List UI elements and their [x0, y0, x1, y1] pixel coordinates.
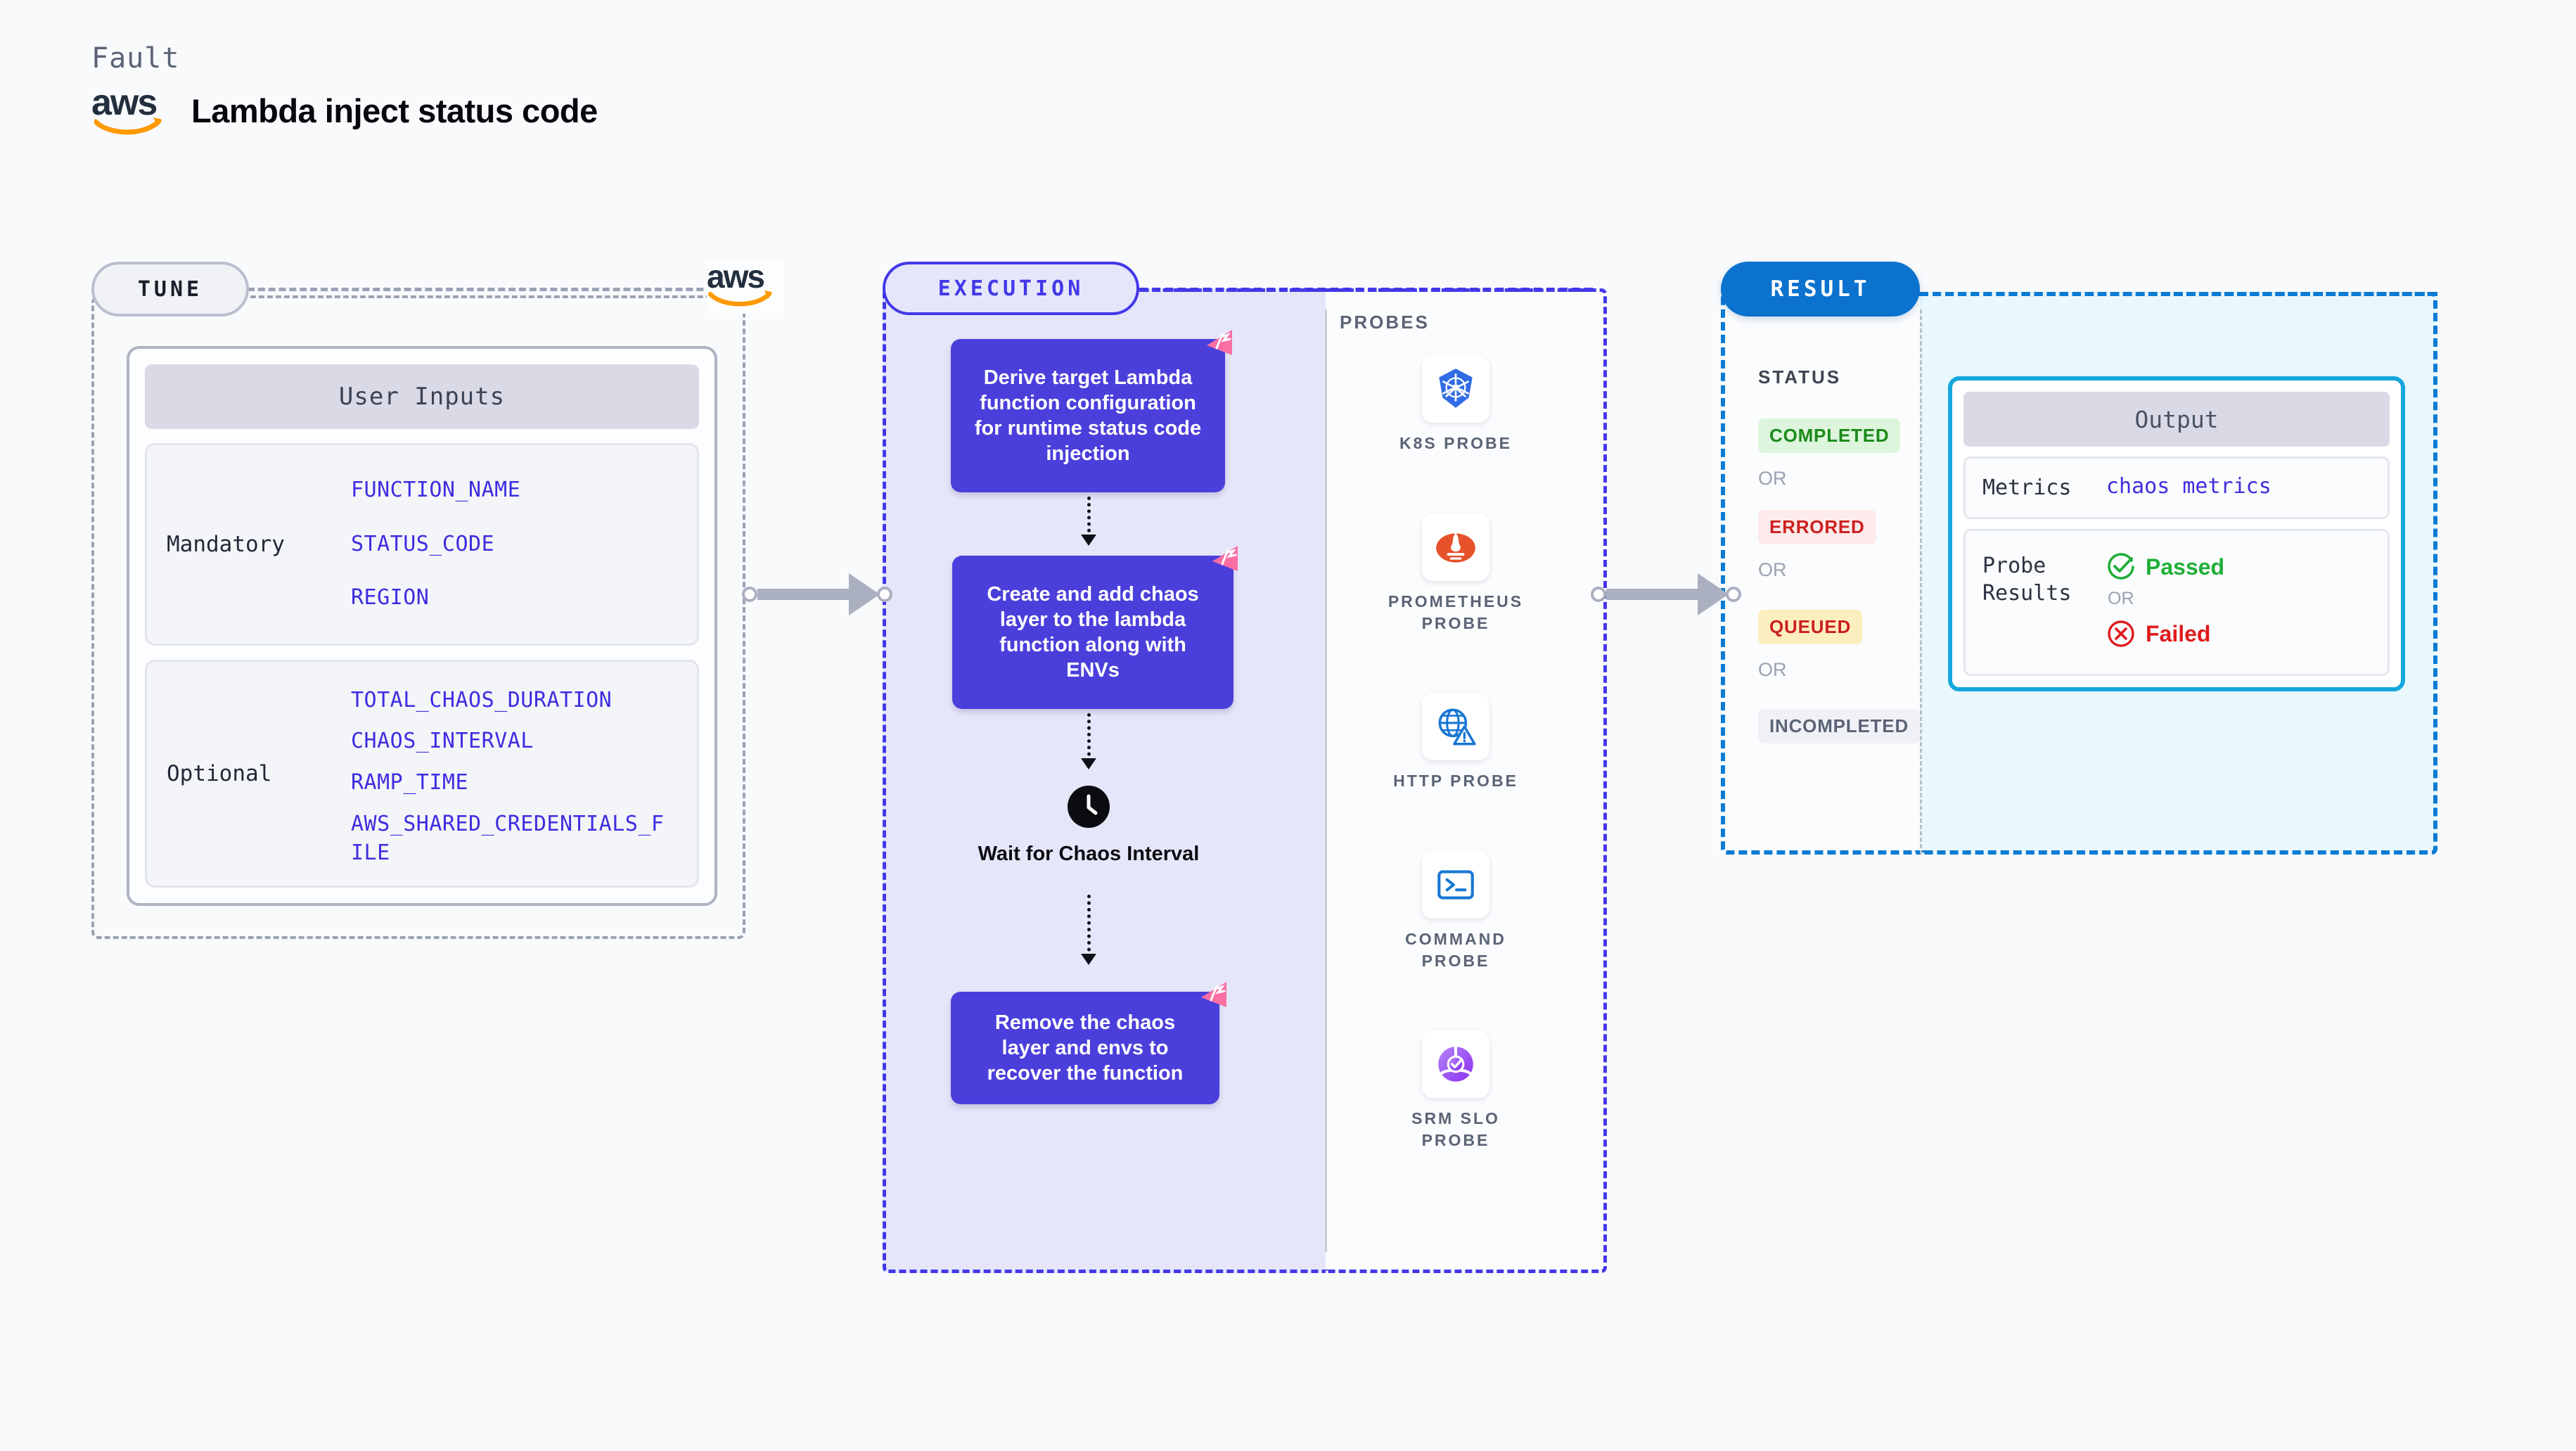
execution-connector-line	[1139, 288, 1593, 292]
page-title: Lambda inject status code	[191, 91, 598, 129]
result-divider	[1920, 309, 1922, 855]
flow-arrow-head	[1081, 954, 1096, 965]
input-var: TOTAL_CHAOS_DURATION	[351, 687, 613, 712]
user-inputs-title: User Inputs	[145, 364, 699, 429]
probe-item-k8s[interactable]: K8S PROBE	[1385, 355, 1526, 454]
or-separator: OR	[2108, 589, 2134, 608]
http-globe-icon	[1422, 693, 1489, 760]
tune-pill-label: TUNE	[91, 262, 249, 317]
input-var: REGION	[351, 585, 430, 610]
input-var: RAMP_TIME	[351, 769, 469, 795]
probe-result-failed: Failed	[2106, 619, 2388, 648]
input-group-mandatory: Mandatory FUNCTION_NAME STATUS_CODE REGI…	[145, 443, 699, 646]
x-circle-icon	[2108, 620, 2134, 647]
connector-dot	[1726, 587, 1741, 602]
output-title: Output	[1963, 392, 2390, 447]
srm-slo-icon	[1422, 1030, 1489, 1098]
execution-step: Derive target Lambda function configurat…	[951, 339, 1225, 492]
execution-pill-label: EXECUTION	[883, 262, 1139, 315]
status-badge-incompleted: INCOMPLETED	[1758, 709, 1921, 743]
input-var: CHAOS_INTERVAL	[351, 729, 534, 753]
input-var: STATUS_CODE	[351, 531, 495, 556]
result-connector-line	[1920, 292, 2437, 296]
probe-label: COMMAND PROBE	[1405, 930, 1506, 971]
tune-connector-line	[248, 288, 724, 291]
passed-label: Passed	[2146, 554, 2225, 580]
probes-title: PROBES	[1340, 312, 1430, 333]
connector-arrowhead	[849, 573, 880, 615]
probes-divider	[1325, 309, 1327, 1252]
input-group-label: Mandatory	[167, 531, 285, 557]
probe-label: K8S PROBE	[1399, 434, 1512, 452]
probe-result-passed: Passed	[2106, 552, 2388, 582]
input-group-label: Optional	[167, 760, 272, 786]
terminal-icon	[1422, 851, 1489, 919]
status-badge-queued: QUEUED	[1758, 610, 1863, 644]
aws-logo: aws	[91, 84, 167, 136]
probe-item-command[interactable]: COMMAND PROBE	[1385, 851, 1526, 972]
probe-label: SRM SLO PROBE	[1411, 1109, 1500, 1150]
aws-badge-smile-icon	[708, 290, 772, 307]
input-var: FUNCTION_NAME	[351, 478, 521, 502]
status-badge-completed: COMPLETED	[1758, 418, 1901, 453]
input-var: AWS_SHARED_CREDENTIALS_FILE	[351, 812, 665, 865]
aws-badge-icon: aws	[707, 260, 784, 314]
chaos-flag-icon	[1207, 330, 1232, 355]
output-metrics-key: Metrics	[1982, 475, 2072, 500]
probes-panel	[1326, 288, 1607, 1273]
probe-label: HTTP PROBE	[1393, 772, 1518, 790]
output-card: Output Metrics chaos metrics Probe Resul…	[1948, 376, 2405, 691]
wait-for-chaos-interval-label: Wait for Chaos Interval	[978, 843, 1200, 865]
clock-icon	[1068, 786, 1110, 828]
execution-step: Remove the chaos layer and envs to recov…	[951, 992, 1219, 1104]
connector-dot	[742, 587, 757, 602]
chaos-flag-icon	[1212, 546, 1238, 571]
fault-label: Fault	[91, 42, 180, 75]
execution-to-result-arrow	[1591, 573, 1741, 615]
flow-arrow-line	[1087, 497, 1091, 539]
tune-panel	[91, 295, 745, 939]
or-separator: OR	[1758, 659, 1787, 680]
probe-item-http[interactable]: HTTP PROBE	[1385, 693, 1526, 792]
tune-to-execution-arrow	[742, 573, 892, 615]
execution-step: Create and add chaos layer to the lambda…	[952, 556, 1233, 709]
connector-bar	[1606, 589, 1698, 600]
or-separator: OR	[1758, 559, 1787, 580]
connector-arrowhead	[1698, 573, 1729, 615]
check-circle-icon	[2108, 553, 2134, 580]
flow-arrow-head	[1081, 758, 1096, 769]
output-metrics-value: chaos metrics	[2106, 474, 2271, 499]
probe-item-prometheus[interactable]: PROMETHEUS PROBE	[1385, 513, 1526, 634]
flow-arrow-line	[1087, 713, 1091, 762]
output-probe-key: Probe Results	[1982, 554, 2072, 606]
flow-arrow-head	[1081, 535, 1096, 546]
input-group-optional: Optional TOTAL_CHAOS_DURATION CHAOS_INTE…	[145, 659, 699, 888]
user-inputs-card: User Inputs Mandatory FUNCTION_NAME STAT…	[127, 346, 717, 906]
result-pill-label: RESULT	[1721, 262, 1920, 317]
page-header: Fault aws Lambda inject status code	[91, 42, 598, 136]
or-separator: OR	[1758, 468, 1787, 489]
output-row-probe-results: Probe Results Passed OR Failed	[1963, 529, 2390, 676]
aws-smile-icon	[94, 117, 162, 135]
failed-label: Failed	[2146, 620, 2211, 646]
kubernetes-icon	[1422, 355, 1489, 423]
chaos-flag-icon	[1201, 982, 1226, 1007]
prometheus-icon	[1422, 513, 1489, 581]
connector-dot	[1591, 587, 1606, 602]
probe-label: PROMETHEUS PROBE	[1388, 592, 1524, 633]
status-badge-errored: ERRORED	[1758, 510, 1876, 544]
connector-bar	[757, 589, 849, 600]
status-title: STATUS	[1758, 366, 1842, 388]
flow-arrow-line	[1087, 895, 1091, 958]
probe-item-srm-slo[interactable]: SRM SLO PROBE	[1385, 1030, 1526, 1151]
output-row-metrics: Metrics chaos metrics	[1963, 456, 2390, 519]
connector-dot	[877, 587, 892, 602]
